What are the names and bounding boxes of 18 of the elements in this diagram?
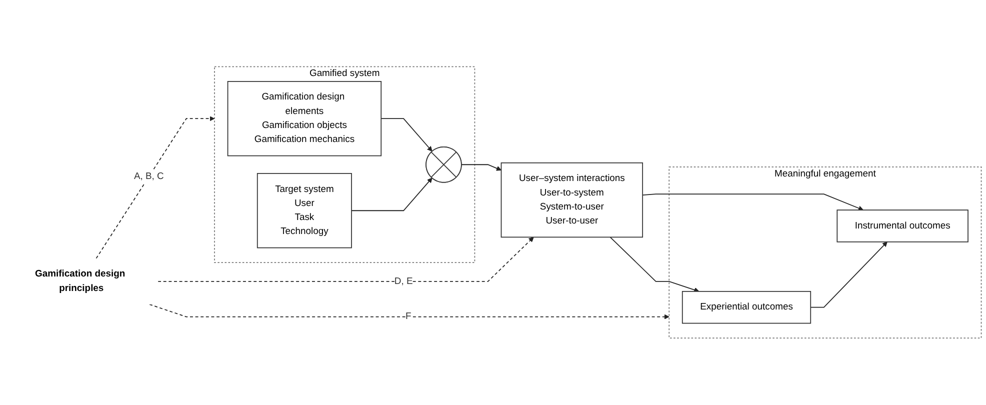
node-box: Instrumental outcomes: [836, 210, 968, 242]
node-box: Experiential outcomes: [682, 291, 812, 324]
arrow: [96, 116, 215, 259]
arrow: [460, 164, 502, 171]
node-text: Gamification design principles: [34, 269, 126, 294]
node-box: Gamification design elements Gamification objects Gamification mechanics: [227, 81, 382, 156]
arrow: [642, 194, 864, 211]
edge-label: D, E: [394, 276, 413, 286]
arrow: [351, 178, 432, 212]
arrow: [158, 237, 534, 282]
arrow: [810, 242, 888, 308]
arrow: [149, 304, 670, 320]
arrow: [610, 236, 700, 293]
edge-label: F: [405, 312, 412, 322]
arrow: [380, 118, 432, 152]
node-box: User–system interactions User-to-system System-to-user User-to-user: [500, 162, 644, 238]
node-box: Target system User Task Technology: [256, 173, 352, 248]
edge-label: A, B, C: [134, 171, 164, 182]
